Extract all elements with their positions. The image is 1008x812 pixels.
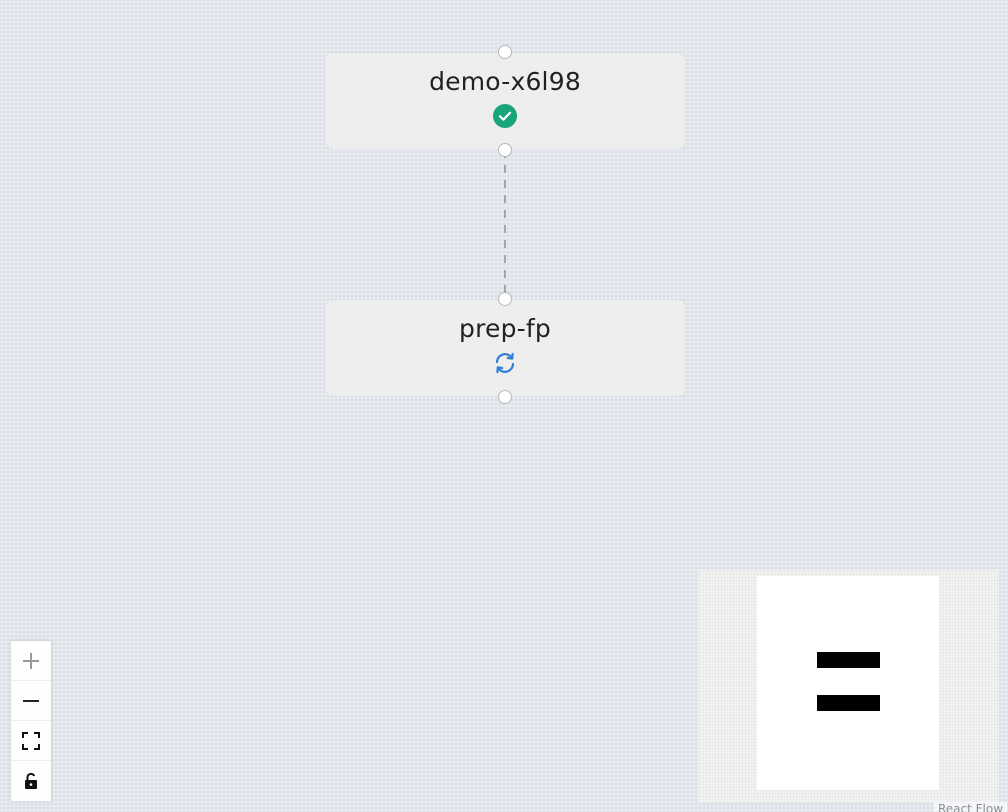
fit-view-button[interactable] bbox=[11, 721, 51, 761]
check-circle-icon bbox=[493, 104, 517, 128]
node-source-handle[interactable] bbox=[498, 143, 512, 157]
node-label: prep-fp bbox=[459, 314, 551, 343]
zoom-in-button[interactable] bbox=[11, 641, 51, 681]
react-flow-attribution[interactable]: React Flow bbox=[934, 802, 1008, 812]
flow-node-prep[interactable]: prep-fp bbox=[325, 292, 685, 404]
toggle-interactivity-button[interactable] bbox=[11, 761, 51, 801]
node-label: demo-x6l98 bbox=[429, 67, 581, 96]
zoom-out-button[interactable] bbox=[11, 681, 51, 721]
node-source-handle[interactable] bbox=[498, 390, 512, 404]
plus-icon bbox=[23, 652, 39, 669]
sync-icon bbox=[495, 352, 515, 374]
lock-icon bbox=[25, 772, 37, 789]
flow-controls bbox=[11, 641, 51, 801]
minimap-viewport[interactable] bbox=[757, 576, 939, 790]
minus-icon bbox=[23, 699, 39, 702]
minimap[interactable] bbox=[699, 570, 999, 802]
node-target-handle[interactable] bbox=[498, 45, 512, 59]
node-target-handle[interactable] bbox=[498, 292, 512, 306]
minimap-node bbox=[817, 652, 880, 668]
flow-node-demo[interactable]: demo-x6l98 bbox=[325, 45, 685, 157]
minimap-node bbox=[817, 695, 880, 711]
fit-view-icon bbox=[22, 731, 40, 750]
